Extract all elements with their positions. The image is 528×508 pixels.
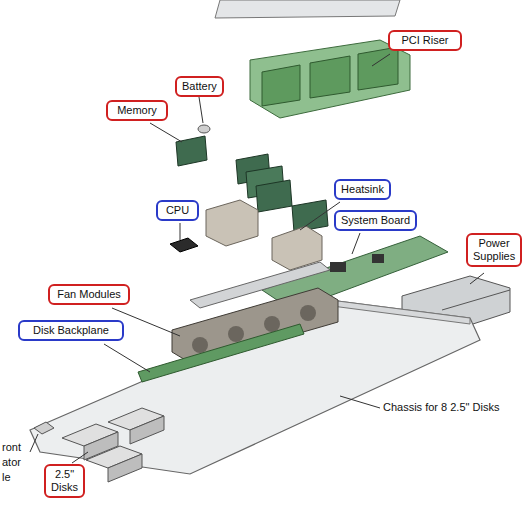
disk-backplane-label: Disk Backplane: [18, 320, 124, 341]
part-name: Memory: [113, 104, 161, 117]
part-name: Battery: [182, 80, 217, 93]
part-name: Heatsink: [341, 183, 384, 196]
part-name: CPU: [163, 204, 192, 217]
part-name: Disk Backplane: [25, 324, 117, 337]
part-name: Power Supplies: [473, 237, 515, 263]
battery-label: Battery: [175, 76, 224, 97]
disks-label: 2.5" Disks: [44, 464, 85, 498]
heatsink-label: Heatsink: [334, 179, 391, 200]
pci-riser-label: PCI Riser: [388, 30, 462, 51]
cpu-label: CPU: [156, 200, 199, 221]
part-name: PCI Riser: [395, 34, 455, 47]
system-board-label: System Board: [334, 210, 417, 231]
front-module-label: ront ator le: [1, 440, 29, 485]
part-name: System Board: [341, 214, 410, 227]
fan-modules-label: Fan Modules: [48, 284, 130, 305]
part-name: 2.5" Disks: [51, 468, 78, 494]
memory-label: Memory: [106, 100, 168, 121]
part-name: Fan Modules: [55, 288, 123, 301]
power-supplies-label: Power Supplies: [466, 233, 522, 267]
chassis-label: Chassis for 8 2.5" Disks: [382, 400, 500, 415]
